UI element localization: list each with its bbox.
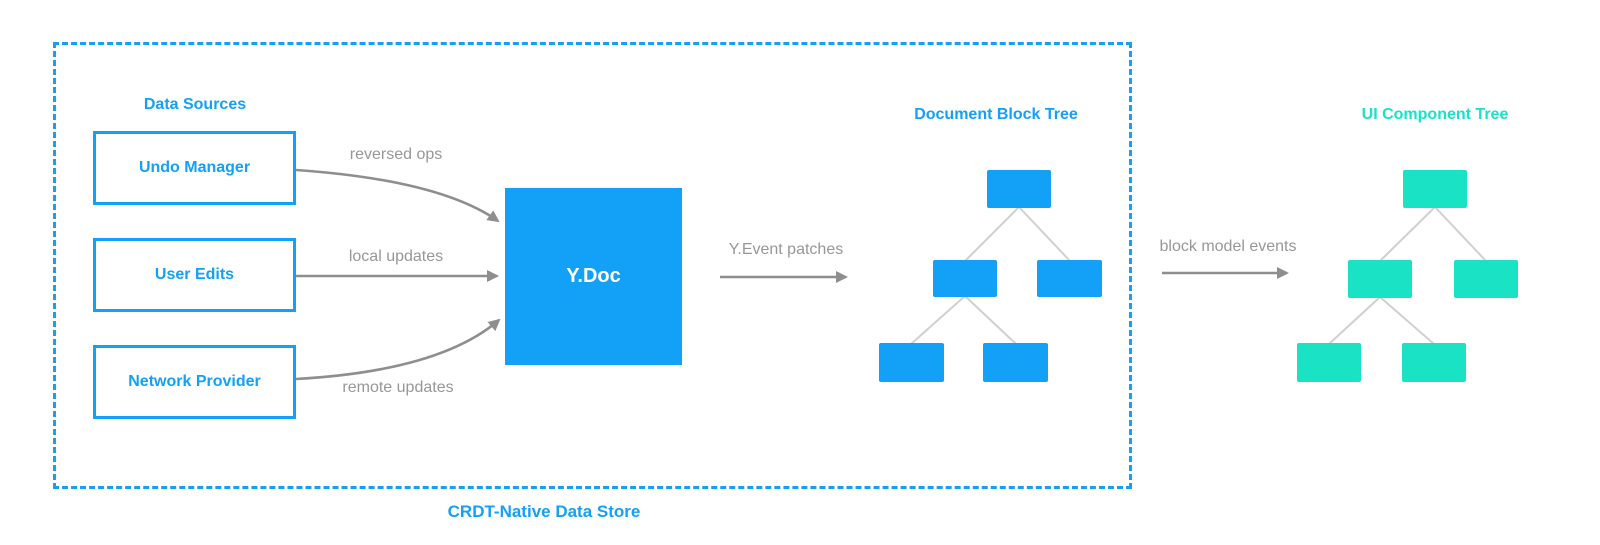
block-model-events-label: block model events	[1159, 238, 1297, 255]
doc-tree-node-leaf-mid	[983, 343, 1048, 382]
ui-tree-connector	[1379, 206, 1436, 262]
doc-tree-connector	[964, 206, 1020, 262]
ui-tree-node-child-right	[1454, 260, 1518, 298]
doc-tree-connector	[1018, 206, 1071, 262]
remote-updates-label: remote updates	[342, 379, 454, 396]
arrow-remote-updates	[295, 318, 501, 381]
ui-tree-node-child-left	[1348, 260, 1412, 298]
ui-tree-node-leaf-left	[1297, 343, 1361, 382]
ui-component-tree-title: UI Component Tree	[1361, 106, 1509, 123]
doc-tree-connector	[910, 295, 966, 345]
network-provider-box: Network Provider	[93, 345, 296, 419]
ui-tree-node-leaf-mid	[1402, 343, 1466, 382]
document-block-tree-title: Document Block Tree	[914, 106, 1078, 123]
reversed-ops-label: reversed ops	[349, 146, 443, 163]
undo-manager-box: Undo Manager	[93, 131, 296, 205]
ydoc-box: Y.Doc	[505, 188, 682, 365]
crdt-store-boundary	[53, 42, 1132, 489]
ui-tree-node-root	[1403, 170, 1467, 208]
ui-tree-connector	[1434, 206, 1487, 262]
doc-tree-node-root	[987, 170, 1051, 208]
data-sources-title: Data Sources	[143, 96, 247, 113]
doc-tree-node-leaf-left	[879, 343, 944, 382]
ui-tree-connector	[1379, 296, 1435, 345]
doc-tree-connector	[964, 295, 1017, 345]
user-edits-box: User Edits	[93, 238, 296, 312]
crdt-store-label: CRDT-Native Data Store	[447, 502, 641, 521]
local-updates-label: local updates	[348, 248, 444, 265]
doc-tree-node-child-right	[1037, 260, 1102, 297]
doc-tree-node-child-left	[933, 260, 997, 297]
yevent-patches-label: Y.Event patches	[728, 241, 844, 258]
ui-tree-connector	[1328, 296, 1381, 345]
arrow-reversed-ops	[295, 168, 500, 223]
